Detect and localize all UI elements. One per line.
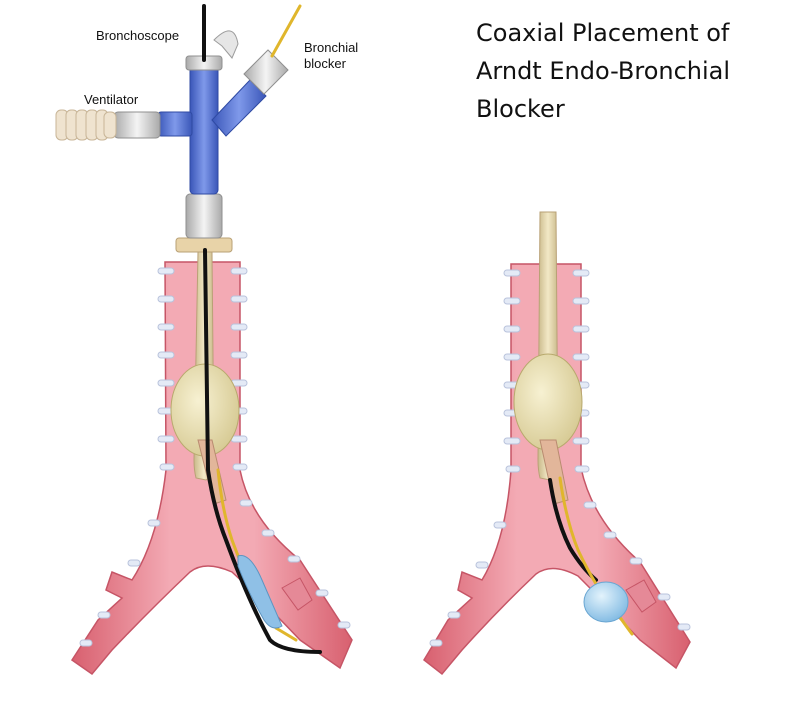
title-line-1: Coaxial Placement of [476, 14, 776, 52]
title-line-2: Arndt Endo-Bronchial [476, 52, 776, 90]
right-cuff [514, 354, 582, 450]
label-bronchial-blocker: Bronchial blocker [304, 40, 358, 72]
left-connector [56, 31, 288, 238]
label-ventilator: Ventilator [84, 92, 138, 108]
title-line-3: Blocker [476, 90, 776, 128]
diagram-title: Coaxial Placement of Arndt Endo-Bronchia… [476, 14, 776, 128]
label-bronchial-blocker-line-1: Bronchial [304, 40, 358, 56]
ventilator-tube [56, 110, 116, 140]
label-bronchial-blocker-line-2: blocker [304, 56, 358, 72]
label-bronchoscope: Bronchoscope [96, 28, 179, 44]
right-inflated-balloon [584, 582, 628, 622]
